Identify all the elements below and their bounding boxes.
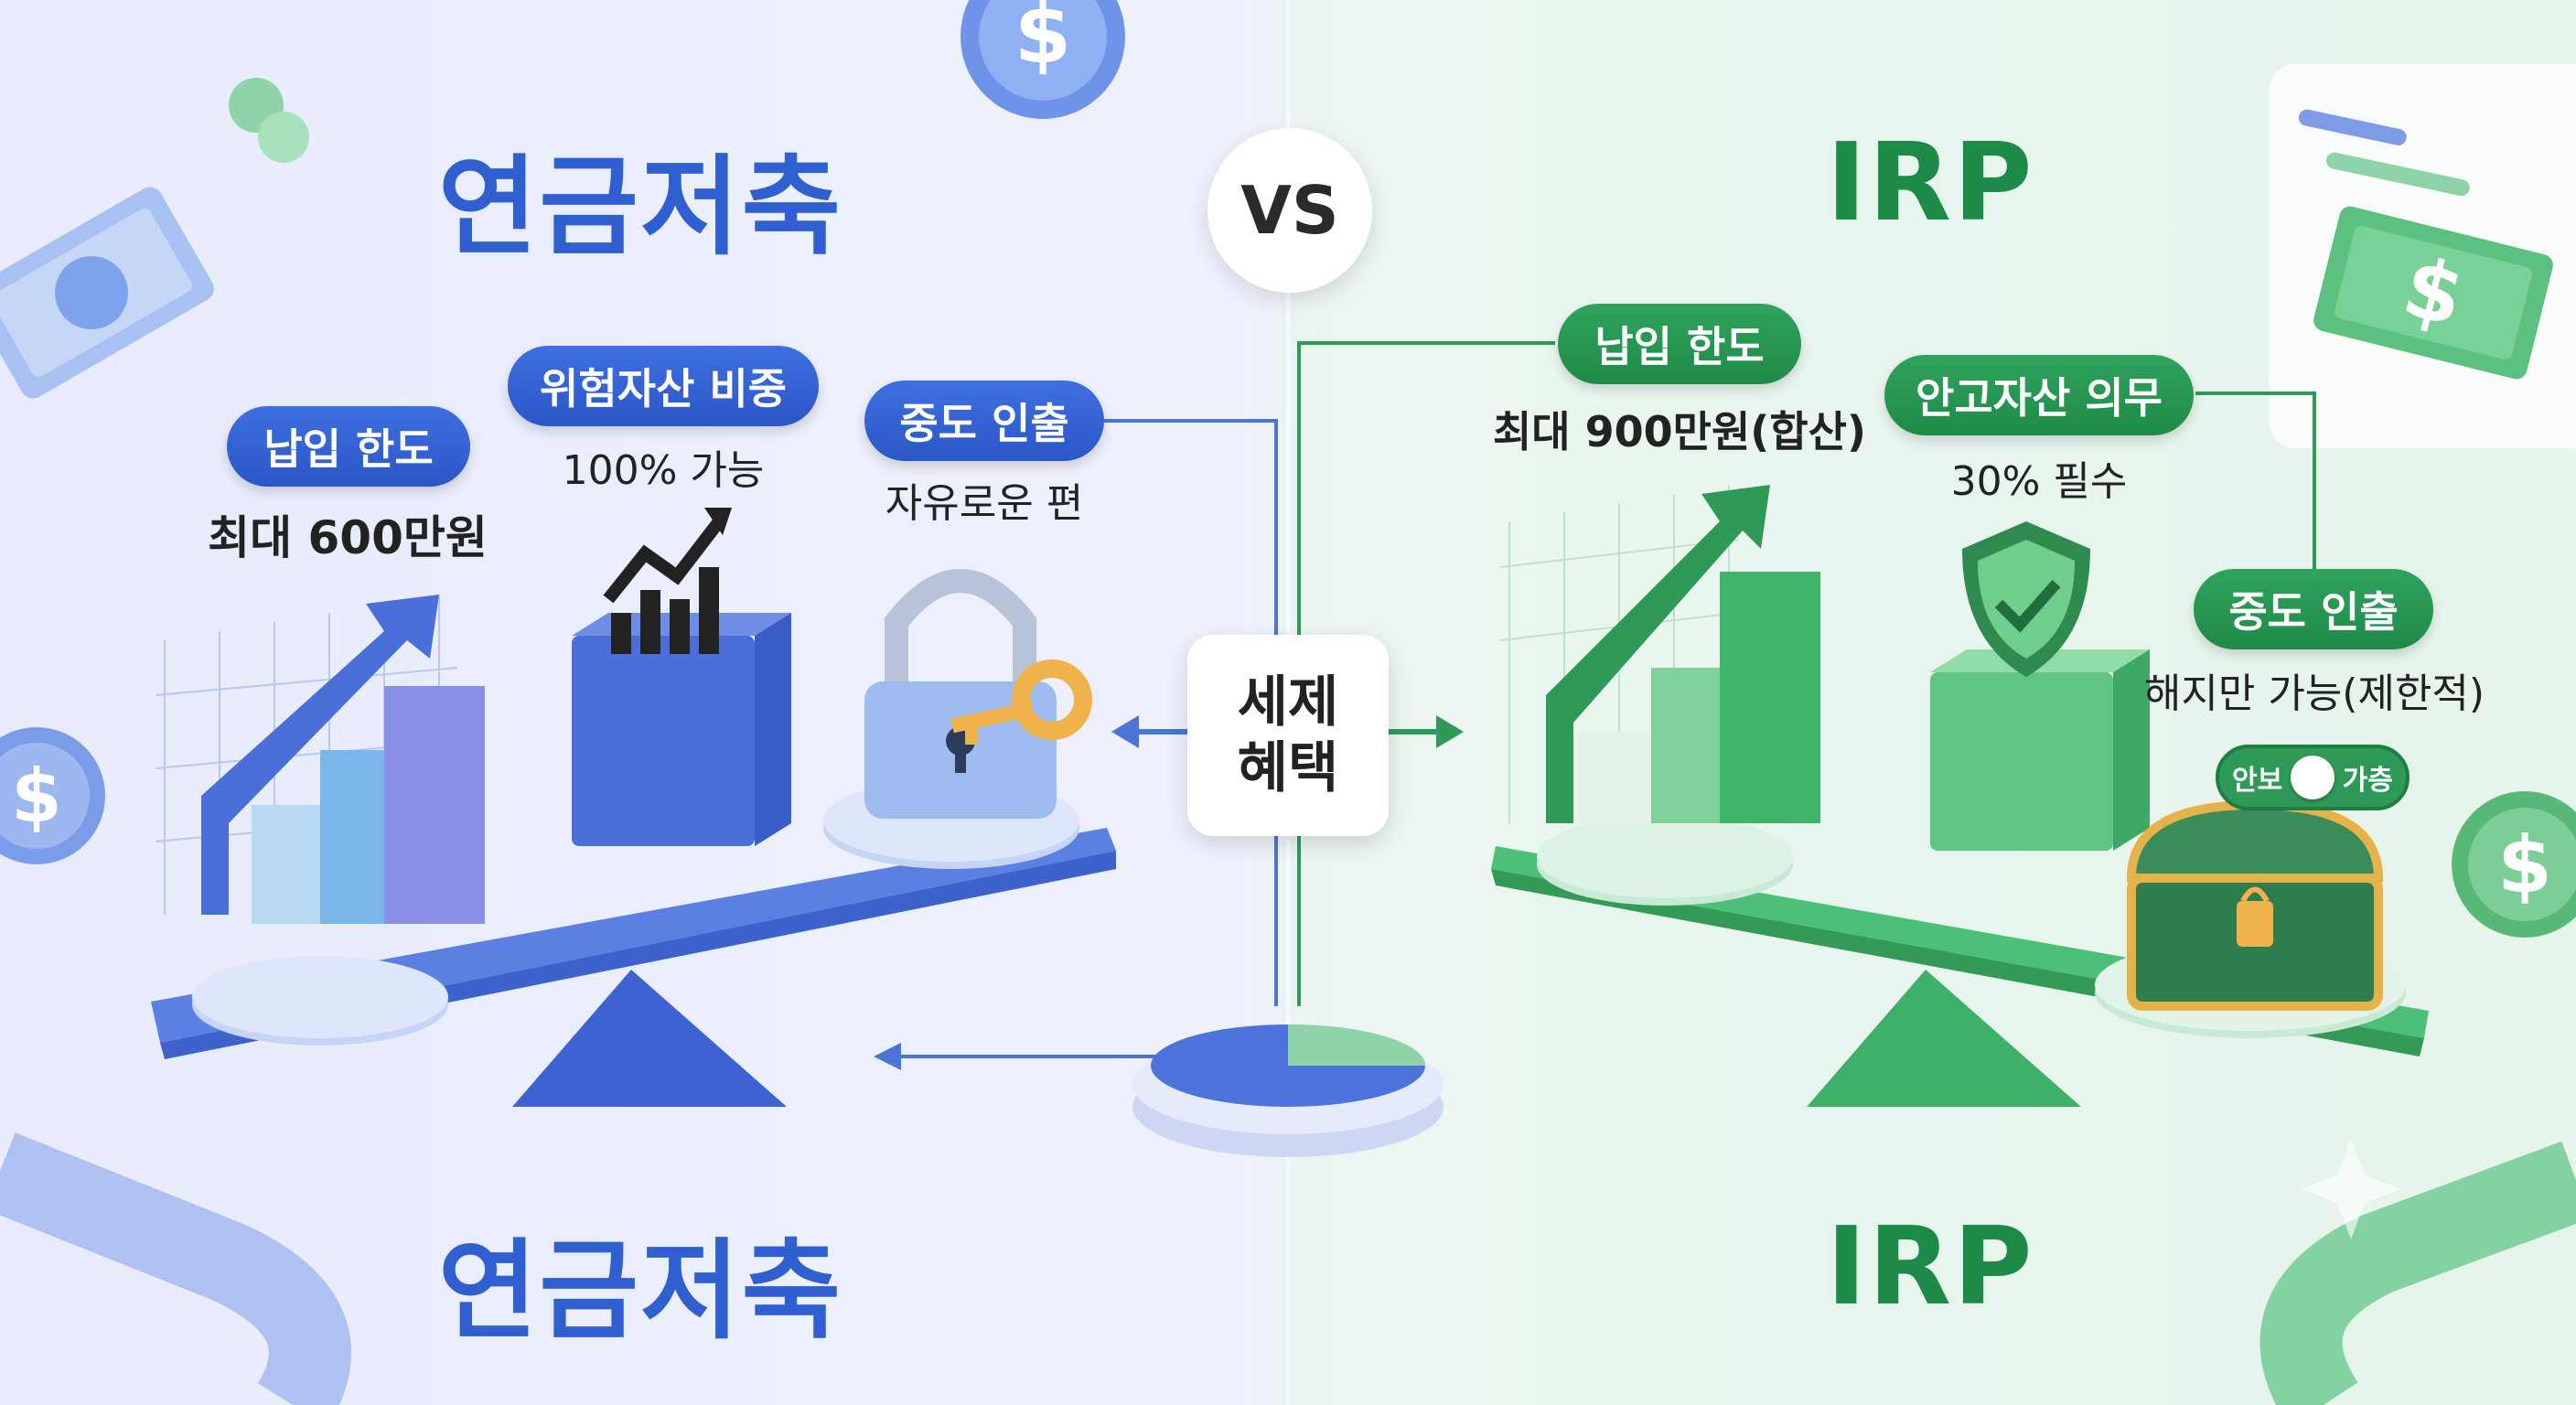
right-caption-withdrawal: 해지만 가능(제한적) [2143, 670, 2485, 717]
center-pedestal [1132, 1024, 1444, 1157]
left-caption-withdrawal: 자유로운 편 [885, 480, 1084, 527]
pin-icon [229, 78, 309, 163]
svg-text:$: $ [11, 754, 62, 839]
treasure-chest-icon [2126, 799, 2384, 1011]
right-caption-contribution-limit: 최대 900만원(합산) [1492, 407, 1866, 456]
shield-check-icon [1930, 521, 2150, 851]
sparkle-icon [2301, 1139, 2401, 1239]
dollar-coin-icon: $ [0, 727, 105, 864]
vs-badge: VS [1208, 128, 1372, 293]
left-title-top: 연금저축 [437, 144, 843, 270]
tax-benefit-line2: 혜택 [1237, 736, 1339, 800]
tax-benefit-line1: 세제 [1237, 670, 1339, 735]
bar-chart-icon [1546, 485, 1820, 823]
right-pill-contribution-limit: 납입 한도 [1558, 304, 1801, 384]
left-pill-contribution-limit: 납입 한도 [227, 406, 470, 487]
right-pill-withdrawal: 중도 인출 [2194, 569, 2433, 649]
toggle-right-label: 가층 [2342, 765, 2393, 797]
banknote-icon: $ [2313, 206, 2553, 380]
left-pill-risk-asset: 위험자산 비중 [508, 346, 819, 426]
banknote-icon [0, 187, 214, 399]
left-caption-contribution-limit: 최대 600만원 [208, 511, 488, 564]
arrow-decoration [0, 1132, 351, 1405]
left-caption-risk-asset: 100% 가능 [562, 447, 765, 494]
stock-trend-icon [572, 508, 791, 846]
safety-toggle[interactable]: 안보 가층 [2216, 745, 2410, 810]
tax-benefit-box: 세제 혜택 [1187, 635, 1389, 836]
dollar-coin-icon: $ [2452, 791, 2576, 938]
left-title-bottom: 연금저축 [437, 1228, 843, 1354]
toggle-left-label: 안보 [2232, 765, 2283, 797]
right-caption-safe-asset: 30% 필수 [1950, 458, 2128, 505]
key-icon [950, 660, 1092, 745]
right-title-top: IRP [1826, 119, 2034, 245]
svg-text:$: $ [1014, 0, 1072, 82]
dollar-coin-icon: $ [961, 0, 1125, 119]
toggle-knob[interactable] [2291, 756, 2334, 799]
svg-text:$: $ [2497, 820, 2552, 911]
right-pill-safe-asset: 안고자산 의무 [1884, 355, 2194, 435]
left-pill-withdrawal: 중도 인출 [864, 381, 1104, 461]
arrow-decoration [2259, 1141, 2576, 1405]
bar-chart-icon [201, 595, 485, 924]
right-title-bottom: IRP [1826, 1203, 2034, 1329]
